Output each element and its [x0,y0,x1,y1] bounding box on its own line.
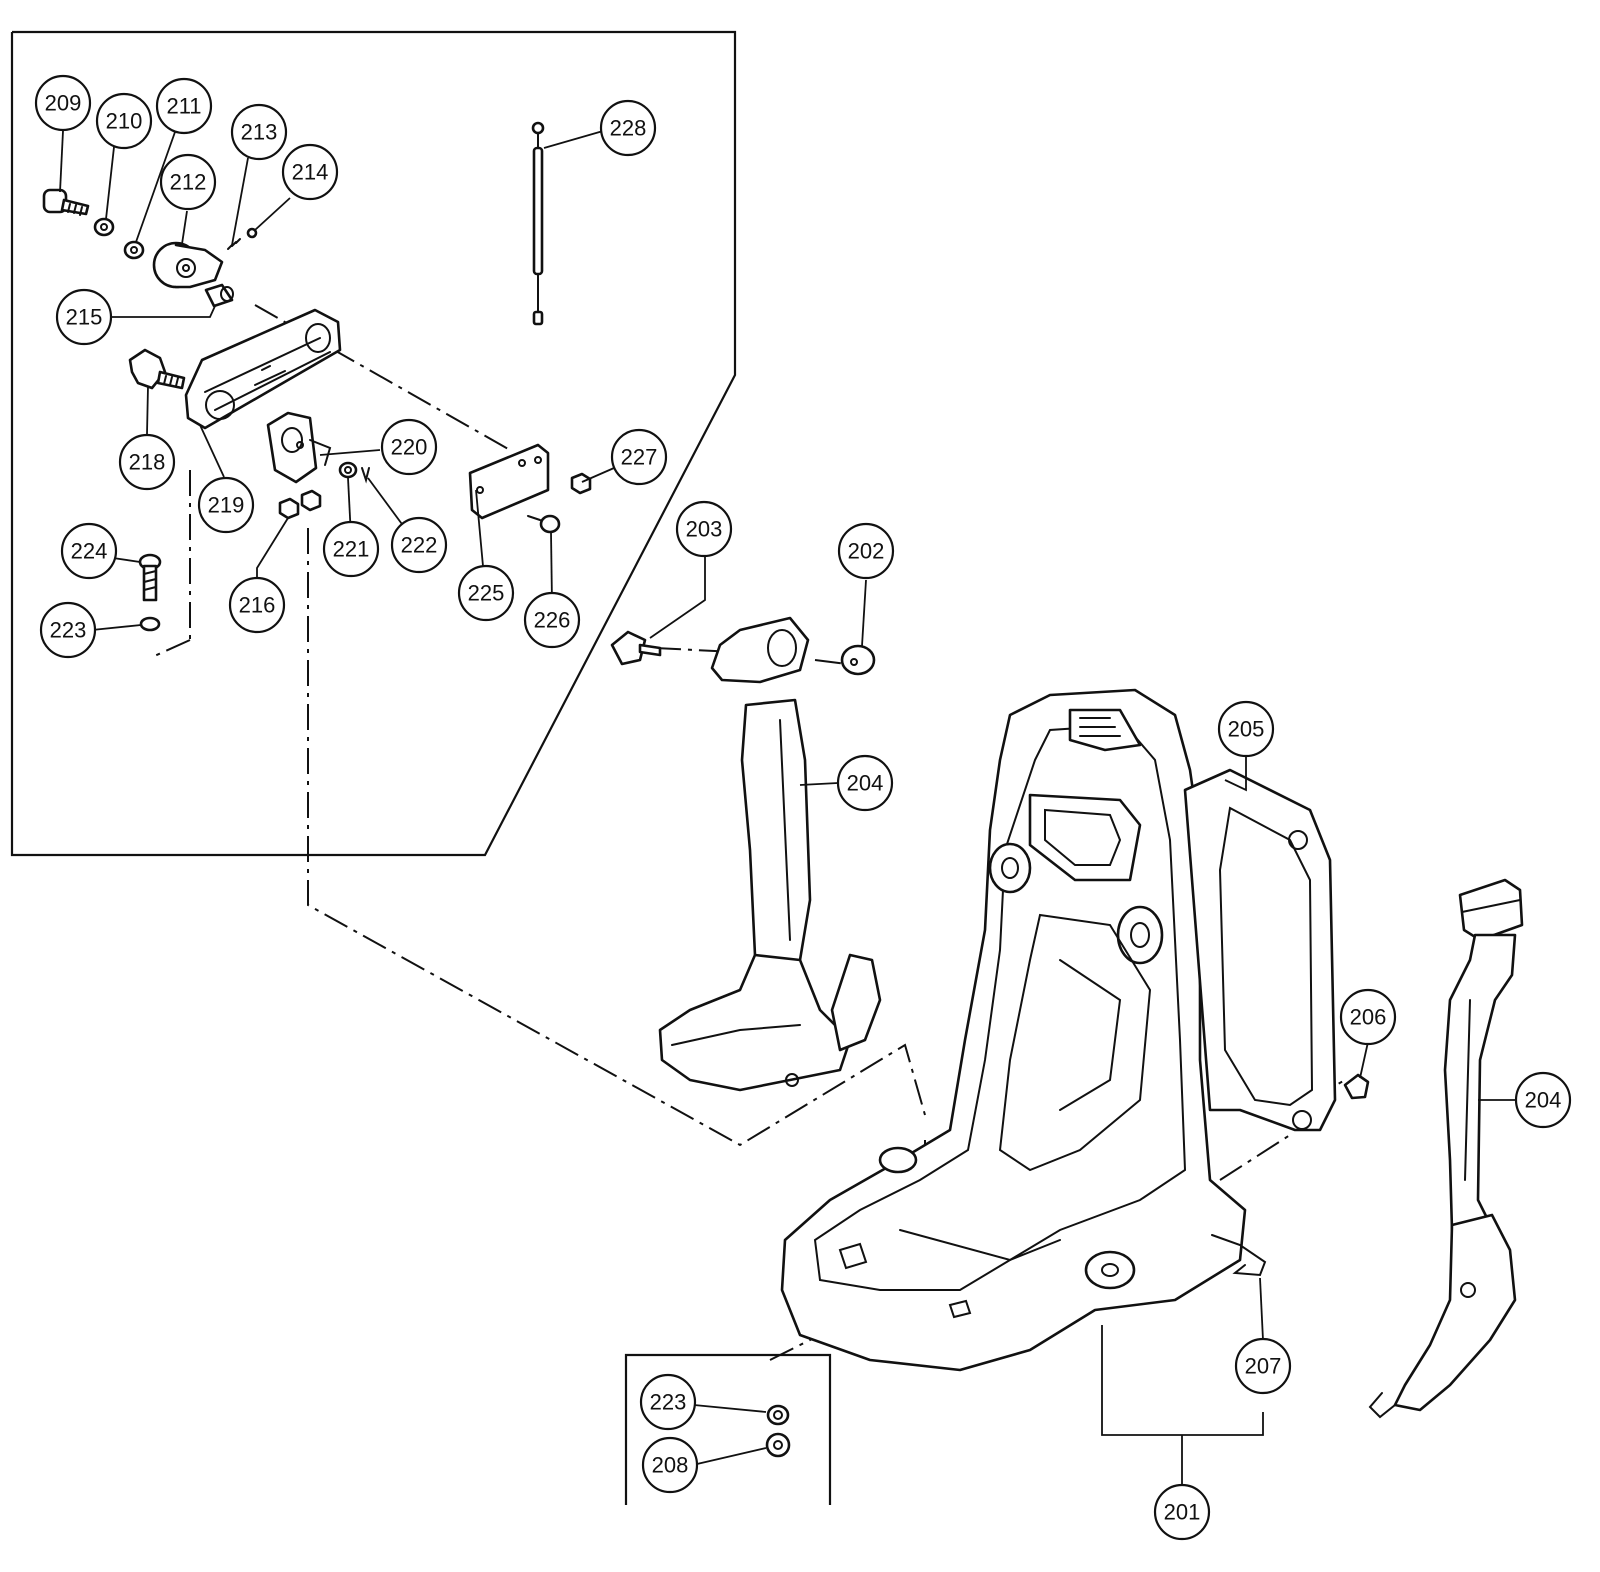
svg-text:228: 228 [610,116,647,141]
shoulder-strap-204-left [658,616,882,1092]
ball-214 [246,227,258,239]
svg-text:203: 203 [686,517,723,542]
callout-216: 216 [228,576,286,634]
svg-text:221: 221 [333,537,370,562]
control-housing-219 [184,308,342,430]
svg-text:224: 224 [71,539,108,564]
callout-207: 207 [1234,1337,1292,1395]
callout-208: 208 [641,1436,699,1494]
callout-203: 203 [675,500,733,558]
svg-text:204: 204 [1525,1088,1562,1113]
callout-227: 227 [610,428,668,486]
callout-209: 209 [34,74,92,132]
callout-218: 218 [118,433,176,491]
spring-213 [227,238,241,250]
callout-224: 224 [60,522,118,580]
svg-text:201: 201 [1164,1500,1201,1525]
svg-text:225: 225 [468,581,505,606]
svg-text:213: 213 [241,120,278,145]
back-pad-205 [1183,768,1337,1132]
callout-226: 226 [523,591,581,649]
cap-202 [840,644,876,676]
washer-inset-frame [624,1353,832,1505]
svg-text:218: 218 [129,450,166,475]
callout-213: 213 [230,103,288,161]
nut-221 [338,461,358,479]
pivot-bracket-212 [152,241,224,289]
svg-text:223: 223 [650,1390,687,1415]
callout-219: 219 [197,476,255,534]
nut-227 [570,472,592,495]
cam-plate-220 [266,411,332,484]
svg-text:227: 227 [621,445,658,470]
svg-text:222: 222 [401,533,438,558]
cotter-pin-222 [361,467,370,484]
washer-223-lower [766,1404,790,1426]
bolt-203 [610,630,662,666]
callout-201: 201 [1153,1483,1211,1541]
collar-215 [204,283,234,308]
svg-text:210: 210 [106,109,143,134]
callout-215: 215 [55,288,113,346]
svg-text:206: 206 [1350,1005,1387,1030]
washer-223-upper [139,616,161,632]
washer-210 [93,217,115,237]
cable-228 [531,121,545,326]
callout-204-left: 204 [836,754,894,812]
callout-205: 205 [1217,700,1275,758]
nut-216 [278,489,322,520]
svg-text:215: 215 [66,305,103,330]
svg-text:226: 226 [534,608,571,633]
shoulder-strap-204-right [1368,878,1524,1419]
washer-208 [765,1432,791,1458]
svg-text:216: 216 [239,593,276,618]
svg-text:202: 202 [848,539,885,564]
callout-214: 214 [281,143,339,201]
callout-202: 202 [837,522,895,580]
detail-inset-frame [10,30,737,857]
plate-225 [468,443,550,520]
svg-text:205: 205 [1228,717,1265,742]
svg-text:209: 209 [45,91,82,116]
svg-text:214: 214 [292,160,329,185]
svg-text:204: 204 [847,771,884,796]
callout-223-upper: 223 [39,601,97,659]
bolt-226 [527,514,561,534]
leader-lines [59,130,1515,1490]
svg-text:207: 207 [1245,1354,1282,1379]
back-frame-201 [780,688,1247,1372]
svg-text:219: 219 [208,493,245,518]
callout-204-right: 204 [1514,1071,1572,1129]
svg-text:208: 208 [652,1453,689,1478]
svg-text:212: 212 [170,170,207,195]
callout-223-lower: 223 [639,1373,697,1431]
callout-206: 206 [1339,988,1397,1046]
svg-text:211: 211 [166,94,201,119]
knob-218 [128,348,186,390]
svg-text:223: 223 [50,618,87,643]
callout-211: 211 [155,77,213,135]
bolt-209 [42,188,90,216]
callout-220: 220 [380,418,438,476]
callout-210: 210 [95,92,153,150]
svg-text:220: 220 [391,435,428,460]
screw-224 [138,553,162,602]
washer-211 [123,240,145,260]
wing-bolt-206 [1343,1073,1370,1100]
hook-207 [1211,1234,1267,1277]
callout-212: 212 [159,153,217,211]
callout-221: 221 [322,520,380,578]
callout-222: 222 [390,516,448,574]
callout-225: 225 [457,564,515,622]
callout-228: 228 [599,99,657,157]
